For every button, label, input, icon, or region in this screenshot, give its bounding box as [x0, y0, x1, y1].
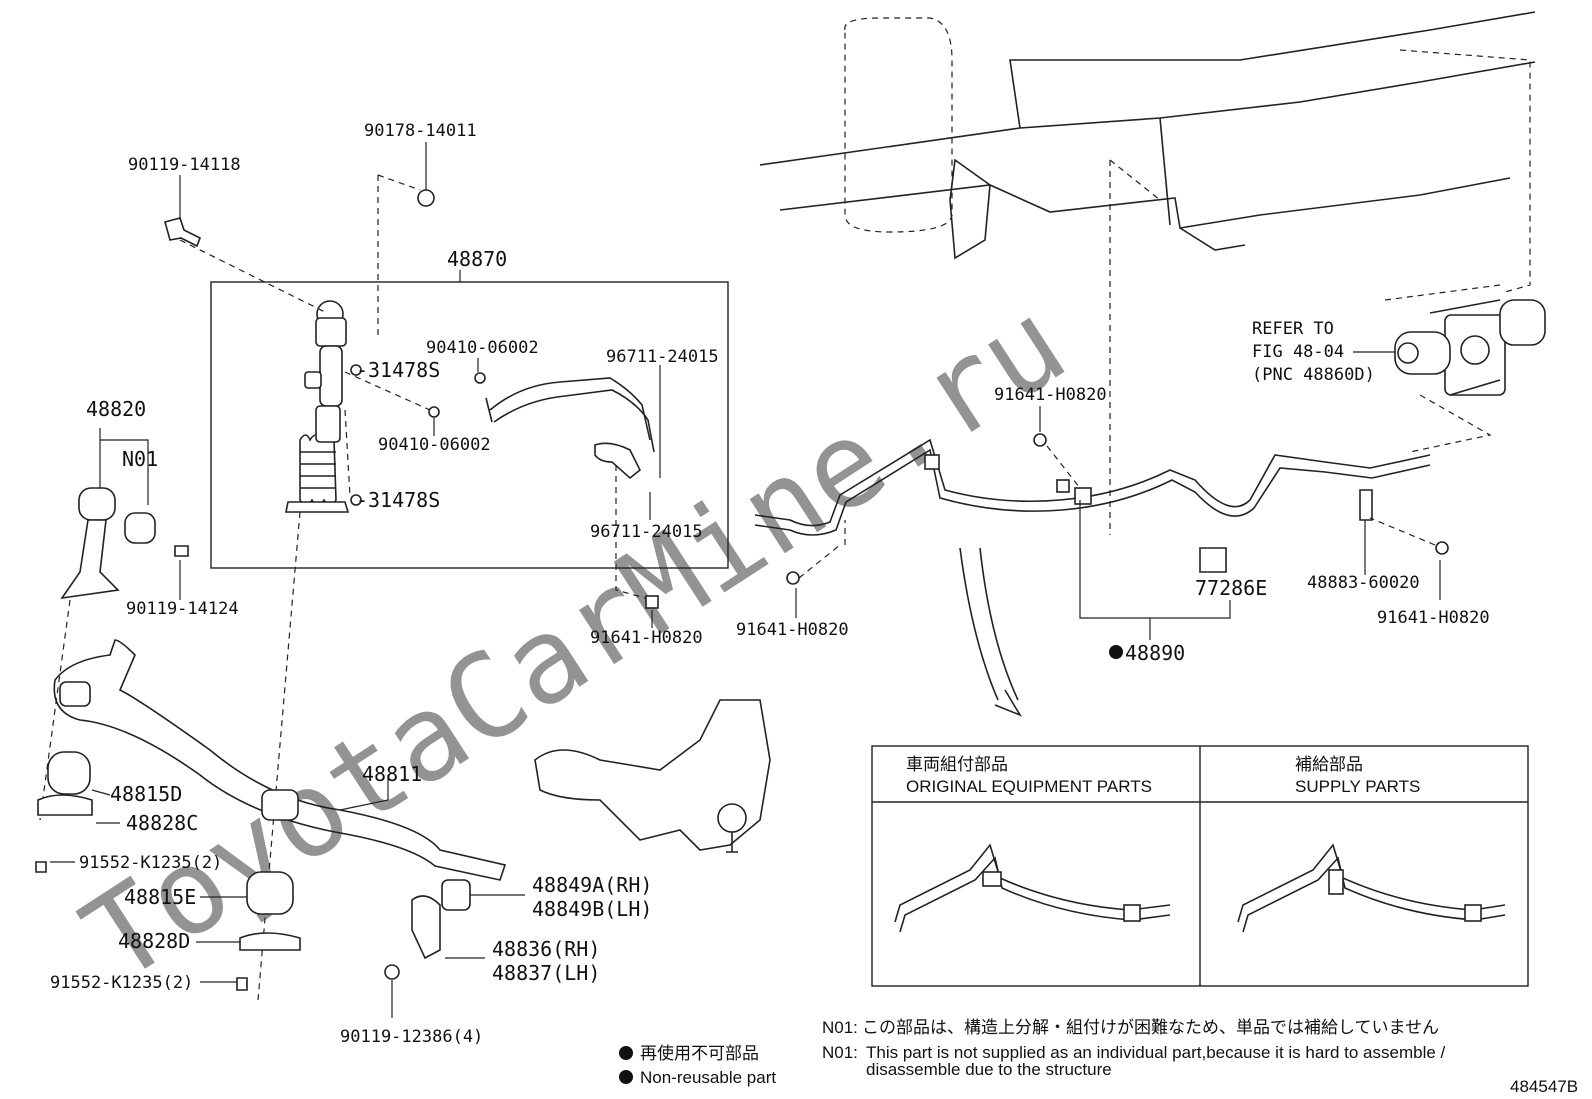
nut-90178-14011 — [417, 189, 435, 207]
stabilizer-link-drawing — [39, 428, 189, 821]
note-n01-en-line1: This part is not supplied as an individu… — [866, 1043, 1446, 1062]
label-48811: 48811 — [362, 762, 422, 786]
label-n01: N01 — [122, 447, 158, 471]
label-91641-h0820-c: 91641-H0820 — [994, 385, 1107, 405]
plug-90410-06002-b — [428, 406, 440, 418]
legend-dot-jp — [619, 1046, 633, 1060]
label-48815e: 48815E — [124, 885, 196, 909]
label-91641-h0820-a: 91641-H0820 — [590, 628, 703, 648]
label-90119-14124: 90119-14124 — [126, 599, 239, 619]
original-parts-jp: 車両組付部品 — [906, 755, 1008, 774]
label-90119-14118: 90119-14118 — [128, 155, 241, 175]
bushing-brackets-drawing — [35, 751, 301, 991]
label-90178-14011: 90178-14011 — [364, 121, 477, 141]
legend-jp: 再使用不可部品 — [640, 1043, 759, 1063]
svg-text:-: - — [356, 358, 368, 382]
comparison-table — [871, 745, 1529, 987]
label-31478s-a: 31478S — [368, 358, 440, 382]
refer-line-3: (PNC 48860D) — [1252, 365, 1375, 385]
label-48820: 48820 — [86, 397, 146, 421]
stabilizer-cylinder-drawing — [179, 174, 431, 1001]
label-48836: 48836(RH) — [492, 937, 600, 961]
label-90410-06002-b: 90410-06002 — [378, 435, 491, 455]
supply-parts-illustration — [1237, 843, 1506, 933]
note-n01-en-line2: disassemble due to the structure — [866, 1060, 1112, 1079]
label-48815d: 48815D — [110, 782, 182, 806]
o-ring-31478s-b — [350, 494, 362, 506]
vehicle-frame-drawing — [759, 11, 1536, 535]
note-n01-jp-code: N01: — [822, 1018, 858, 1037]
label-48849a: 48849A(RH) — [532, 873, 652, 897]
label-48828c: 48828C — [126, 811, 198, 835]
label-48870: 48870 — [447, 247, 507, 271]
legend-dot-en — [619, 1070, 633, 1084]
refer-line-2: FIG 48-04 — [1252, 342, 1344, 362]
hydraulic-hoses-drawing — [485, 365, 661, 599]
bolt-91641-h0820-a — [645, 595, 659, 609]
label-48890: 48890 — [1125, 641, 1185, 665]
note-n01-jp-text: この部品は、構造上分解・組付けが困難なため、単品では補給していません — [862, 1018, 1439, 1037]
label-90119-12386: 90119-12386(4) — [340, 1027, 483, 1047]
label-77286e: 77286E — [1195, 576, 1267, 600]
label-96711-24015-b: 96711-24015 — [590, 522, 703, 542]
brake-tube-assembly-drawing — [754, 433, 1449, 640]
lower-arm-drawing — [384, 699, 771, 1018]
label-91641-h0820-d: 91641-H0820 — [1377, 608, 1490, 628]
non-reusable-marker-48890 — [1109, 645, 1123, 659]
o-ring-31478s-a — [350, 364, 362, 376]
height-control-valve-drawing — [1353, 284, 1546, 453]
supply-parts-en: SUPPLY PARTS — [1295, 777, 1420, 796]
assembly-48870-box — [210, 281, 729, 569]
label-91552-k1235-b: 91552-K1235(2) — [50, 973, 193, 993]
label-48883-60020: 48883-60020 — [1307, 573, 1420, 593]
label-96711-24015-a: 96711-24015 — [606, 347, 719, 367]
svg-text:-: - — [356, 488, 368, 512]
note-n01-en-code: N01: — [822, 1043, 858, 1062]
original-parts-en: ORIGINAL EQUIPMENT PARTS — [906, 777, 1152, 796]
original-parts-illustration — [894, 843, 1171, 933]
stabilizer-bar-drawing — [53, 639, 507, 881]
label-31478s-b: 31478S — [368, 488, 440, 512]
label-48849b: 48849B(LH) — [532, 897, 652, 921]
plug-90410-06002-a — [474, 372, 486, 384]
supply-parts-jp: 補給部品 — [1295, 755, 1363, 774]
detail-arrow — [979, 547, 1022, 717]
legend-en: Non-reusable part — [640, 1068, 776, 1087]
label-48828d: 48828D — [118, 929, 190, 953]
bolt-90119-14118 — [164, 217, 202, 248]
label-90410-06002-a: 90410-06002 — [426, 338, 539, 358]
refer-line-1: REFER TO — [1252, 319, 1334, 339]
label-91641-h0820-b: 91641-H0820 — [736, 620, 849, 640]
label-48837: 48837(LH) — [492, 961, 600, 985]
label-91552-k1235-a: 91552-K1235(2) — [79, 853, 222, 873]
diagram-id: 484547B — [1510, 1077, 1578, 1096]
